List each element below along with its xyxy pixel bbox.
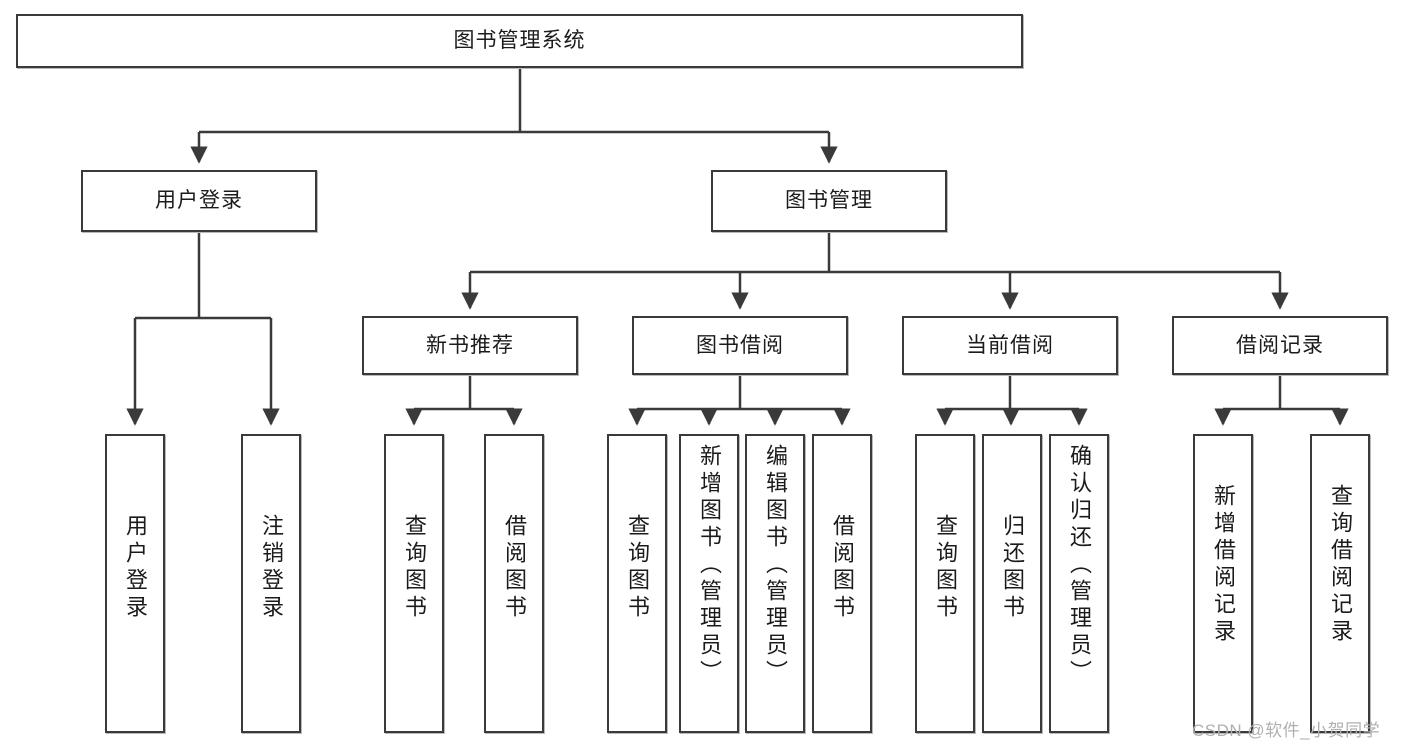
leaf-logout-login-label: 注销登录 xyxy=(259,514,284,622)
node-book-borrow-label: 图书借阅 xyxy=(696,333,784,357)
leaf-borrow-book-1-label: 借阅图书 xyxy=(502,514,527,622)
leaf-query-record-label: 查询借阅记录 xyxy=(1328,484,1353,646)
leaf-edit-book[interactable]: 编辑图书（管理员） xyxy=(745,434,805,733)
leaf-query-book-2[interactable]: 查询图书 xyxy=(607,434,667,733)
leaf-add-record-label: 新增借阅记录 xyxy=(1211,484,1236,646)
leaf-query-book-3-label: 查询图书 xyxy=(933,514,958,622)
leaf-edit-book-label: 编辑图书（管理员） xyxy=(763,444,788,687)
node-book-manage[interactable]: 图书管理 xyxy=(711,170,947,232)
node-new-book-rec-label: 新书推荐 xyxy=(426,333,514,357)
node-root[interactable]: 图书管理系统 xyxy=(16,14,1023,68)
leaf-borrow-book-1[interactable]: 借阅图书 xyxy=(484,434,544,733)
leaf-add-book[interactable]: 新增图书（管理员） xyxy=(679,434,739,733)
leaf-add-book-label: 新增图书（管理员） xyxy=(697,444,722,687)
node-book-borrow[interactable]: 图书借阅 xyxy=(632,316,848,375)
leaf-user-login[interactable]: 用户登录 xyxy=(105,434,165,733)
leaf-confirm-return[interactable]: 确认归还（管理员） xyxy=(1049,434,1109,733)
leaf-return-book-label: 归还图书 xyxy=(1000,514,1025,622)
leaf-return-book[interactable]: 归还图书 xyxy=(982,434,1042,733)
leaf-query-book-3[interactable]: 查询图书 xyxy=(915,434,975,733)
node-user-login[interactable]: 用户登录 xyxy=(81,170,317,232)
leaf-query-book-1-label: 查询图书 xyxy=(402,514,427,622)
leaf-confirm-return-label: 确认归还（管理员） xyxy=(1067,444,1092,687)
leaf-query-book-1[interactable]: 查询图书 xyxy=(384,434,444,733)
node-root-label: 图书管理系统 xyxy=(453,29,586,53)
leaf-user-login-label: 用户登录 xyxy=(123,514,148,622)
leaf-query-book-2-label: 查询图书 xyxy=(625,514,650,622)
node-borrow-record-label: 借阅记录 xyxy=(1236,333,1324,357)
csdn-watermark: CSDN @软件_小贺同学 xyxy=(1192,721,1381,740)
leaf-borrow-book-2-label: 借阅图书 xyxy=(830,514,855,622)
node-book-manage-label: 图书管理 xyxy=(785,189,873,213)
node-user-login-label: 用户登录 xyxy=(155,189,243,213)
leaf-add-record[interactable]: 新增借阅记录 xyxy=(1193,434,1253,733)
leaf-borrow-book-2[interactable]: 借阅图书 xyxy=(812,434,872,733)
node-current-borrow[interactable]: 当前借阅 xyxy=(902,316,1118,375)
node-current-borrow-label: 当前借阅 xyxy=(966,333,1054,357)
node-borrow-record[interactable]: 借阅记录 xyxy=(1172,316,1388,375)
node-new-book-rec[interactable]: 新书推荐 xyxy=(362,316,578,375)
leaf-logout-login[interactable]: 注销登录 xyxy=(241,434,301,733)
leaf-query-record[interactable]: 查询借阅记录 xyxy=(1310,434,1370,733)
